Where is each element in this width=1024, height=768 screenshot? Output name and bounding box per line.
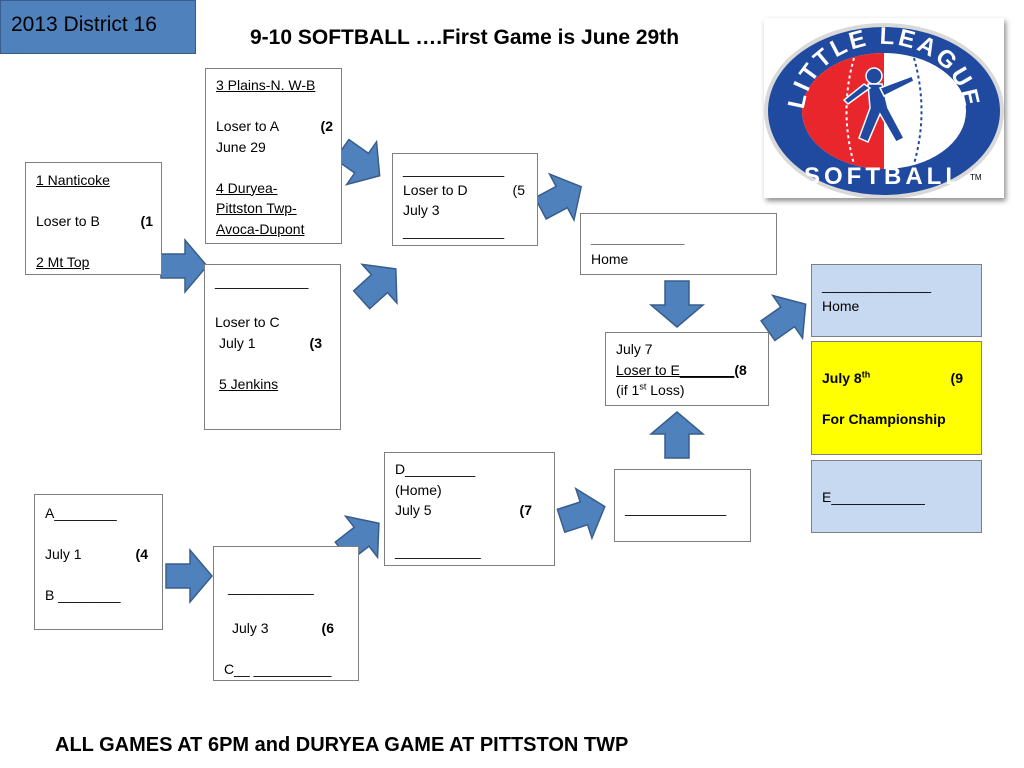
- game7-date-row: July 5 (7: [395, 500, 554, 521]
- district-tag: 2013 District 16: [0, 0, 196, 54]
- champ-home-blank: ______________: [822, 277, 932, 293]
- game5-date: July 3: [403, 202, 440, 218]
- game4-team-a: A________: [45, 505, 117, 521]
- semi-home-box: ____________ Home: [580, 213, 777, 275]
- game3-box: ____________ Loser to C July 1 (3 5 Jenki…: [204, 264, 341, 430]
- game9-label: For Championship: [822, 411, 946, 427]
- arrow-game5-to-semi: [533, 172, 583, 223]
- game3-team: 5 Jenkins: [219, 375, 279, 392]
- game9-number: (9: [950, 370, 963, 386]
- game8-number: (8: [734, 361, 747, 378]
- game1-loser: Loser to B: [36, 213, 100, 229]
- game8-box: July 7 Loser to E_______(8 (if 1st Loss): [605, 332, 769, 406]
- champ-home-label: Home: [822, 297, 860, 314]
- game7-team-d: D_________: [395, 461, 476, 477]
- logo-tm: TM: [970, 173, 982, 182]
- logo-bottom-text: SOFTBALL: [804, 163, 964, 190]
- game2-team2-line2: Pittston Twp-: [216, 200, 297, 216]
- arrow-semi-to-game8: [648, 280, 706, 328]
- game9-date-sup: th: [861, 369, 871, 380]
- semi-blank: ____________: [591, 230, 685, 246]
- game4-number: (4: [135, 546, 148, 562]
- game5-number: (5: [512, 181, 525, 198]
- lower-final-blank: _____________: [625, 500, 727, 516]
- arrow-lower-final-to-game8: [648, 411, 706, 459]
- game6-team-c: C__ __________: [224, 661, 332, 677]
- game1-box: 1 Nanticoke Loser to B (1 2 Mt Top: [25, 162, 162, 275]
- game7-number: (7: [519, 502, 532, 518]
- champ-e-box: E____________: [811, 460, 982, 533]
- game2-box: 3 Plains-N. W-B Loser to A (2 June 29 4 D…: [205, 68, 342, 244]
- arrow-game1-to-game3: [160, 237, 208, 295]
- game2-date: June 29: [216, 138, 266, 155]
- game2-number: (2: [320, 118, 333, 134]
- game2-team2-line3: Avoca-Dupont: [216, 220, 305, 237]
- game3-date: July 1: [219, 334, 256, 351]
- game2-team2-line1: 4 Duryea-: [216, 179, 278, 196]
- game5-box: _____________ Loser to D (5 July 3 ______…: [392, 153, 538, 246]
- game6-blank: ___________: [228, 579, 314, 595]
- little-league-softball-logo: LITTLE LEAGUE SOFTBALL TM: [764, 18, 1004, 199]
- game6-date: July 3: [232, 620, 269, 636]
- game1-team1: 1 Nanticoke: [36, 172, 110, 188]
- game7-box: D_________ (Home) July 5 (7 ___________: [384, 452, 555, 566]
- game9-box: July 8th (9 For Championship: [811, 341, 982, 455]
- game3-loser: Loser to C: [215, 314, 280, 330]
- game1-team2: 2 Mt Top: [36, 254, 90, 270]
- game3-blank: ____________: [215, 273, 309, 289]
- game5-loser: Loser to D: [403, 181, 468, 198]
- lower-final-box: _____________: [614, 469, 751, 542]
- game8-loser: Loser to E_______: [616, 361, 735, 378]
- game7-home: (Home): [395, 481, 442, 498]
- game5-blank2: _____________: [403, 222, 505, 239]
- game4-date-row: July 1 (4: [45, 544, 162, 565]
- game8-note-sup: st: [639, 381, 647, 392]
- game8-note-pre: (if 1: [616, 382, 640, 398]
- champ-e-text: E____________: [822, 489, 925, 505]
- logo-graphic: LITTLE LEAGUE SOFTBALL TM: [764, 23, 1004, 199]
- game3-number: (3: [309, 334, 322, 351]
- semi-home: Home: [591, 250, 629, 267]
- game2-team1: 3 Plains-N. W-B: [216, 77, 316, 93]
- page-title: 9-10 SOFTBALL ….First Game is June 29th: [250, 26, 680, 49]
- game6-number: (6: [321, 620, 334, 636]
- game2-loser-row: Loser to A (2: [216, 116, 341, 137]
- game4-team-b: B ________: [45, 587, 121, 603]
- game4-date: July 1: [45, 546, 82, 562]
- footer-note: ALL GAMES AT 6PM and DURYEA GAME AT PITT…: [55, 734, 629, 756]
- district-tag-text: 2013 District 16: [11, 13, 157, 36]
- game8-loser-row: Loser to E_______(8: [616, 360, 768, 381]
- game6-date-row: July 3 (6: [228, 618, 358, 639]
- game1-number: (1: [140, 213, 153, 229]
- game9-date: July 8: [822, 370, 862, 386]
- game6-box: ___________ July 3 (6 C__ __________: [213, 546, 359, 681]
- game7-blank: ___________: [395, 543, 481, 559]
- game1-loser-row: Loser to B (1: [36, 211, 161, 232]
- game8-note: (if 1st Loss): [616, 380, 768, 401]
- game7-date: July 5: [395, 502, 432, 518]
- game3-date-row: July 1 (3: [215, 333, 340, 354]
- game8-note-post: Loss): [646, 382, 685, 398]
- game8-date: July 7: [616, 341, 653, 357]
- arrow-game8-to-champ: [760, 294, 807, 342]
- arrow-game4-to-game6: [165, 547, 213, 605]
- arrow-game7-to-lower-final: [556, 486, 606, 541]
- game4-box: A________ July 1 (4 B ________: [34, 494, 163, 630]
- game9-date-row: July 8th (9: [822, 368, 981, 389]
- arrow-game3-to-game5: [352, 263, 398, 310]
- game5-loser-row: Loser to D (5: [403, 180, 537, 201]
- game5-blank1: _____________: [403, 161, 505, 177]
- game2-loser: Loser to A: [216, 118, 280, 134]
- champ-home-box: ______________ Home: [811, 264, 982, 337]
